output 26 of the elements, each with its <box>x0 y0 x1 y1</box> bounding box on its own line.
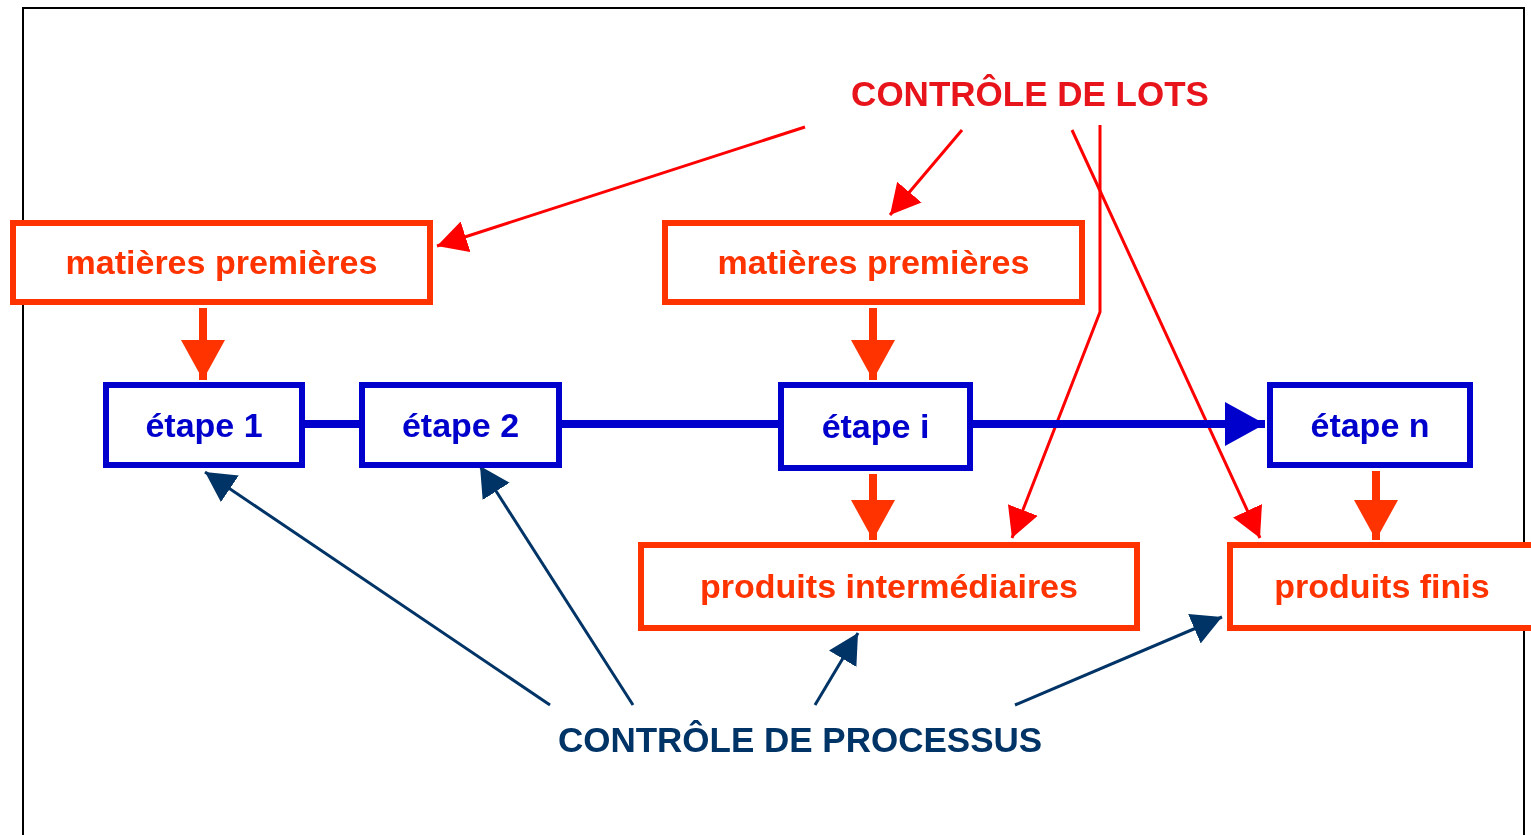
process-box <box>359 382 562 468</box>
arrow <box>1070 129 1262 539</box>
process-box <box>1267 382 1473 468</box>
process-box <box>638 542 1140 631</box>
box-label: produits intermédiaires <box>700 567 1078 606</box>
process-box <box>778 382 973 471</box>
arrow <box>888 129 964 216</box>
arrow <box>436 125 806 252</box>
process-box <box>662 220 1085 305</box>
box-label: étape 1 <box>145 405 263 445</box>
arrow <box>204 470 551 707</box>
box-label: étape i <box>821 407 930 446</box>
heading-label: CONTRÔLE DE PROCESSUS <box>557 720 1043 760</box>
box-label: étape 2 <box>401 405 520 445</box>
arrow <box>813 632 860 706</box>
box-label: matières premières <box>65 243 378 282</box>
arrow <box>973 402 1265 446</box>
heading-label: CONTRÔLE DE LOTS <box>851 74 1209 114</box>
box-label: matières premières <box>717 243 1030 282</box>
process-box <box>103 382 305 468</box>
process-box <box>10 220 433 305</box>
arrow <box>1008 125 1102 539</box>
box-label: produits finis <box>1274 567 1490 606</box>
box-label: étape n <box>1310 405 1430 445</box>
process-box <box>1227 542 1531 631</box>
arrow <box>1014 614 1223 707</box>
